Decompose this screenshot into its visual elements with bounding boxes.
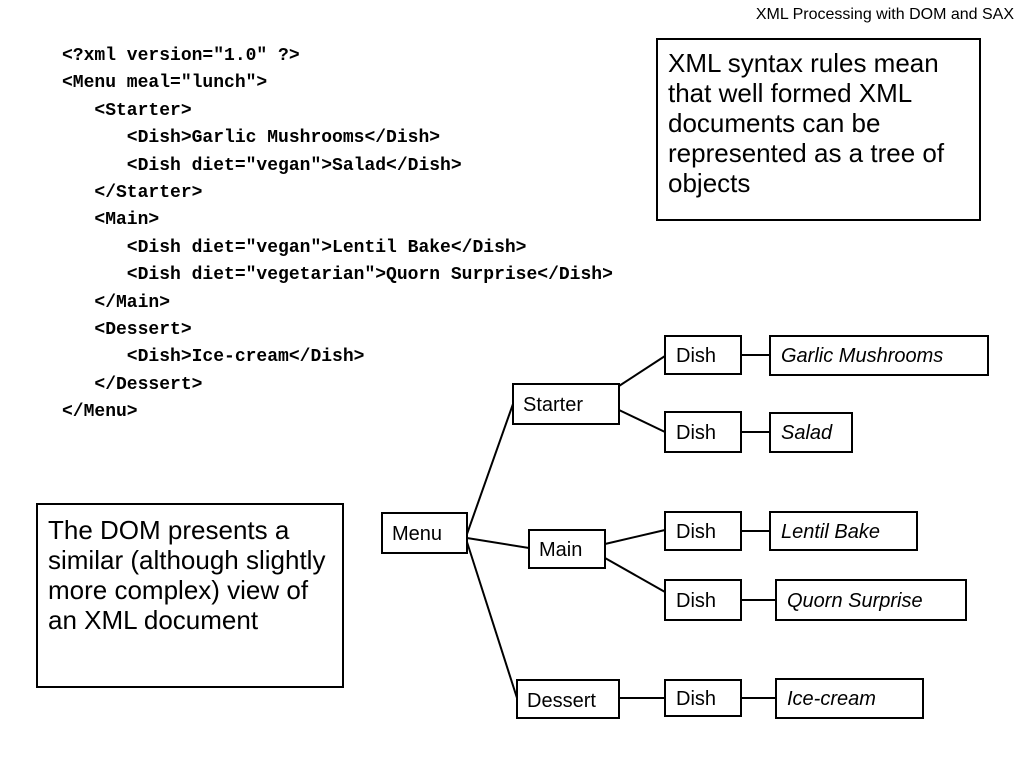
dom-note-box: The DOM presents a similar (although sli… xyxy=(36,503,344,688)
node-starter-box xyxy=(512,383,620,425)
node-dish-label: Dish xyxy=(676,590,716,612)
leaf-salad-box xyxy=(769,412,853,453)
tree-connectors xyxy=(466,354,776,699)
leaf-garlic-mushrooms-box xyxy=(769,335,989,376)
xml-line: <Dish>Ice-cream</Dish> xyxy=(62,347,365,368)
leaf-ice-cream-label: Ice-cream xyxy=(787,688,876,710)
node-menu-label: Menu xyxy=(392,523,442,545)
node-dish-box xyxy=(664,679,742,717)
xml-line: </Dessert> xyxy=(62,374,203,395)
connector-main-dish-1 xyxy=(604,529,666,545)
connector-main-dish-2 xyxy=(604,557,666,593)
node-dish-box xyxy=(664,511,742,551)
leaf-quorn-surprise-label: Quorn Surprise xyxy=(787,590,923,612)
node-dish-label: Dish xyxy=(676,422,716,444)
xml-line: <Main> xyxy=(62,210,160,231)
node-dish-label: Dish xyxy=(676,521,716,543)
xml-code-listing: <?xml version="1.0" ?> <Menu meal="lunch"… xyxy=(62,43,613,426)
leaf-ice-cream-box xyxy=(775,678,924,719)
xml-line: </Starter> xyxy=(62,182,203,203)
syntax-note-box: XML syntax rules mean that well formed X… xyxy=(656,38,981,221)
xml-line: </Menu> xyxy=(62,402,138,423)
connector-starter-dish-1 xyxy=(618,355,666,387)
connector-menu-dessert xyxy=(466,541,518,699)
xml-line: <Dessert> xyxy=(62,319,192,340)
node-dessert-label: Dessert xyxy=(527,690,596,712)
leaf-lentil-bake-label: Lentil Bake xyxy=(781,521,880,543)
node-dish-box xyxy=(664,579,742,621)
header-title: XML Processing with DOM and SAX xyxy=(755,6,1014,23)
leaf-salad-label: Salad xyxy=(781,422,833,444)
node-dish-label: Dish xyxy=(676,345,716,367)
xml-line: <Dish>Garlic Mushrooms</Dish> xyxy=(62,128,441,149)
node-dessert-box xyxy=(516,679,620,719)
connector-menu-starter xyxy=(466,403,514,535)
node-dish-box xyxy=(664,335,742,375)
xml-line: <Dish diet="vegetarian">Quorn Surprise</… xyxy=(62,265,613,286)
connector-menu-main xyxy=(466,537,530,549)
node-main-box xyxy=(528,529,606,569)
node-starter-label: Starter xyxy=(523,394,583,416)
xml-line: <Menu meal="lunch"> xyxy=(62,73,268,94)
leaf-garlic-mushrooms-label: Garlic Mushrooms xyxy=(781,345,943,367)
node-dish-box xyxy=(664,411,742,453)
xml-line: <Dish diet="vegan">Salad</Dish> xyxy=(62,155,462,176)
xml-line: <Dish diet="vegan">Lentil Bake</Dish> xyxy=(62,237,527,258)
node-menu-box xyxy=(381,512,468,554)
connector-starter-dish-2 xyxy=(618,409,666,433)
xml-line: <?xml version="1.0" ?> xyxy=(62,46,300,66)
xml-line: </Main> xyxy=(62,292,171,313)
leaf-lentil-bake-box xyxy=(769,511,918,551)
xml-line: <Starter> xyxy=(62,100,192,121)
node-main-label: Main xyxy=(539,539,582,561)
leaf-quorn-surprise-box xyxy=(775,579,967,621)
node-dish-label: Dish xyxy=(676,688,716,710)
